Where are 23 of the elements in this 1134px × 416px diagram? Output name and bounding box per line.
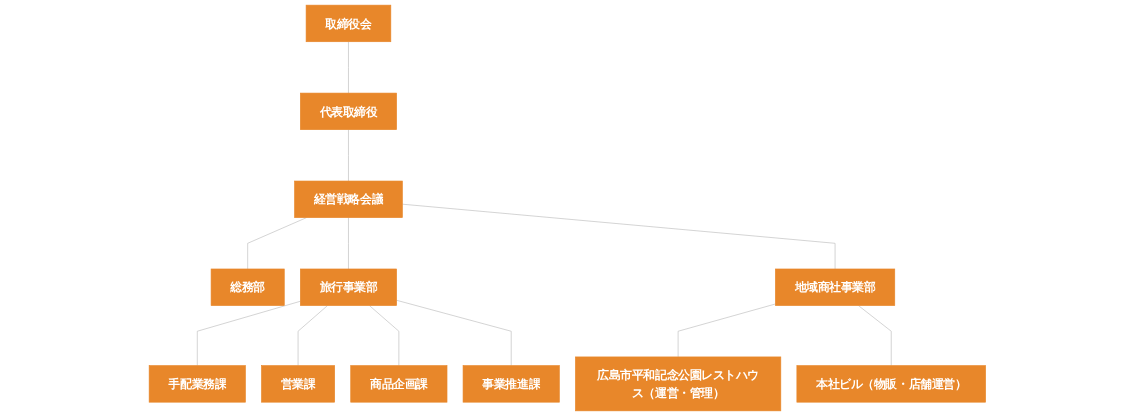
- node-box: 代表取締役: [299, 92, 397, 130]
- node-box: 経営戦略会議: [293, 180, 403, 218]
- node-box: 取締役会: [305, 4, 391, 43]
- connector: [347, 41, 349, 94]
- connector: [677, 303, 776, 358]
- connector: [247, 217, 307, 270]
- node-box: 営業課: [260, 365, 335, 403]
- node-box: 手配業務課: [148, 365, 246, 403]
- node-box: 商品企画課: [350, 365, 447, 403]
- connector: [347, 129, 349, 182]
- node-box: 旅行事業部: [299, 268, 397, 306]
- node-box: 広島市平和記念公園レストハウス（運営・管理）: [574, 356, 781, 412]
- node-box: 地域商社事業部: [774, 268, 895, 306]
- connector: [368, 305, 399, 366]
- connector: [401, 203, 835, 270]
- connector: [297, 305, 328, 366]
- connector: [196, 300, 301, 366]
- node-box: 事業推進課: [462, 365, 560, 403]
- connector: [395, 299, 512, 366]
- connector: [857, 305, 892, 366]
- node-box: 本社ビル（物販・店舗運営）: [796, 365, 986, 403]
- node-box: 総務部: [210, 268, 285, 306]
- connector: [347, 217, 349, 270]
